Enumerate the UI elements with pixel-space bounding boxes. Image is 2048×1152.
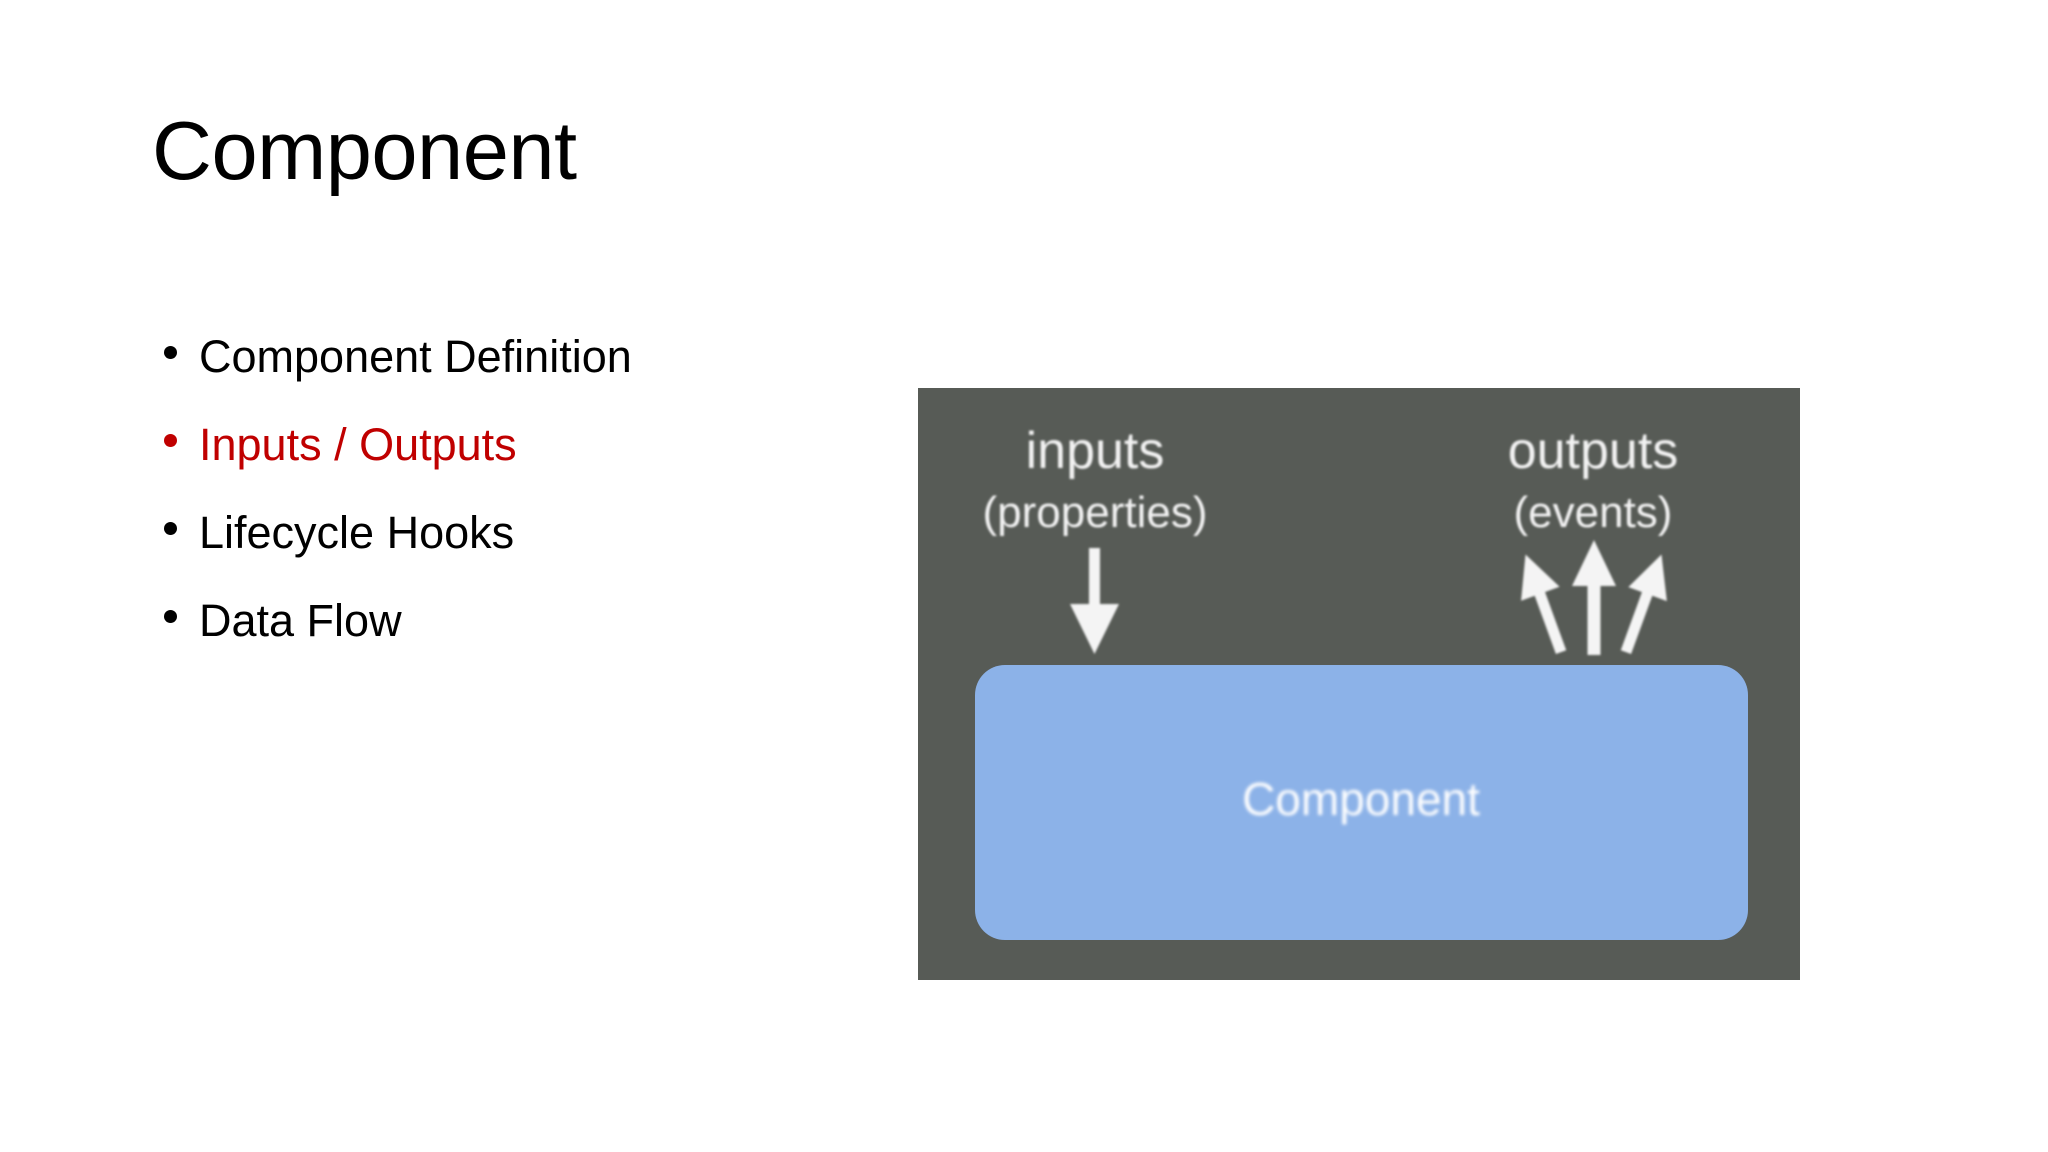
list-item: Data Flow bbox=[152, 577, 872, 665]
inputs-subtitle: (properties) bbox=[983, 488, 1208, 537]
list-item: Inputs / Outputs bbox=[152, 401, 872, 489]
bullet-dot-icon bbox=[164, 434, 177, 447]
list-item-label: Data Flow bbox=[199, 595, 402, 646]
bullet-dot-icon bbox=[164, 346, 177, 359]
diagram-graphic: inputs (properties) outputs (events) bbox=[975, 422, 1748, 940]
output-arrows-up-icon bbox=[1521, 540, 1667, 655]
list-item: Lifecycle Hooks bbox=[152, 489, 872, 577]
list-item: Component Definition bbox=[152, 313, 872, 401]
list-item-label: Inputs / Outputs bbox=[199, 419, 517, 470]
component-box-label: Component bbox=[1242, 773, 1480, 825]
list-item-label: Component Definition bbox=[199, 331, 632, 382]
outputs-title: outputs bbox=[1508, 422, 1679, 480]
list-item-label: Lifecycle Hooks bbox=[199, 507, 515, 558]
input-arrow-down-icon bbox=[1070, 548, 1119, 654]
bullet-dot-icon bbox=[164, 610, 177, 623]
outputs-subtitle: (events) bbox=[1514, 488, 1673, 537]
bullet-dot-icon bbox=[164, 522, 177, 535]
inputs-title: inputs bbox=[1026, 422, 1165, 480]
component-box bbox=[975, 665, 1748, 940]
bullet-list: Component Definition Inputs / Outputs Li… bbox=[152, 313, 872, 665]
component-diagram-image: inputs (properties) outputs (events) bbox=[918, 388, 1800, 980]
page-title: Component bbox=[152, 104, 577, 197]
